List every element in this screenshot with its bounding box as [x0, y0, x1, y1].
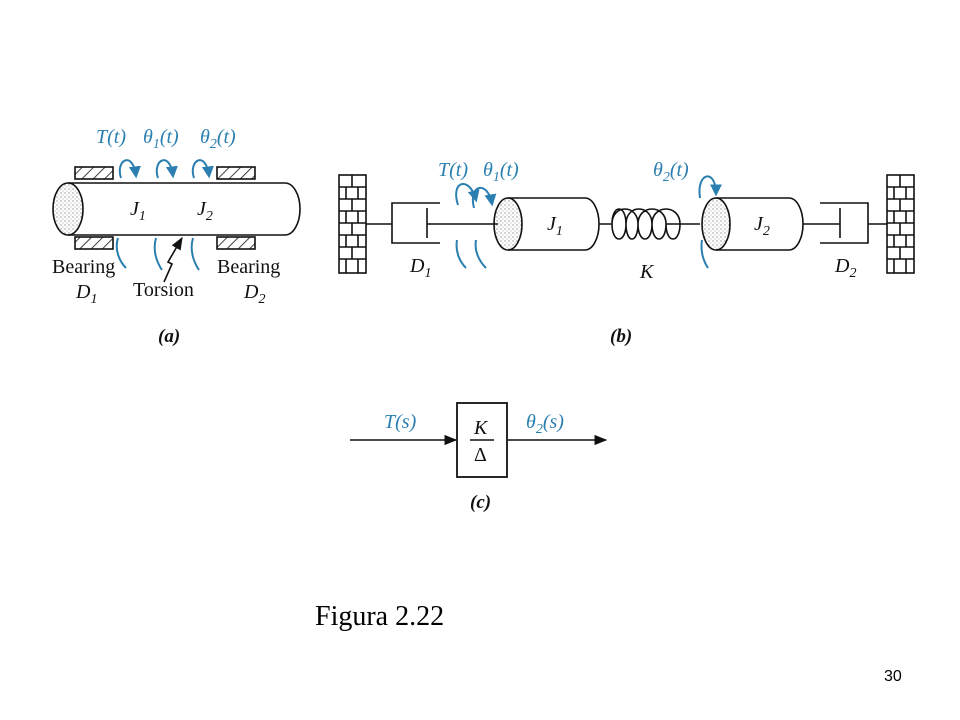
theta2-arrow-b [698, 175, 722, 199]
panel-a: T(t) θ1(t) θ2(t) J1 J2 Bearing Bearing D… [52, 126, 301, 347]
spring-k-label: K [639, 261, 655, 283]
caption-c: (c) [470, 492, 491, 513]
theta1-arrow-a [155, 159, 178, 179]
shaft-end-face [52, 182, 84, 236]
panel-b: T(t) θ1(t) θ2(t) J1 J2 D1 D2 K (b) [338, 159, 915, 347]
caption-b: (b) [610, 326, 632, 347]
theta2-arrow-a [191, 159, 214, 179]
theta1-label-a: θ1(t) [143, 126, 179, 152]
torque-label-a: T(t) [96, 126, 126, 148]
torsion-pointer [163, 236, 183, 283]
caption-a: (a) [158, 326, 180, 347]
inertia-j1-label-b: J1 [547, 213, 563, 239]
inertia-j1-label-a: J1 [130, 198, 146, 224]
theta1-arrow-b-lower [474, 239, 487, 269]
damper-d2 [803, 202, 887, 244]
damping-d1-label-a: D1 [75, 281, 97, 307]
torque-arrow-a [118, 159, 141, 179]
bearing-top-left [74, 166, 114, 180]
torque-arrow-b-lower [455, 239, 467, 269]
theta1-label-b: θ1(t) [483, 159, 519, 185]
block-numerator: K [473, 417, 489, 439]
theta2-arrow-b-lower [700, 239, 709, 269]
torque-label-b: T(t) [438, 159, 468, 181]
bearing-right-label: Bearing [217, 256, 280, 278]
theta2-label-b: θ2(t) [653, 159, 689, 185]
damping-d2-label-a: D2 [243, 281, 265, 307]
damper-d1 [366, 202, 498, 244]
damping-d1-label-b: D1 [409, 255, 431, 281]
input-label: T(s) [384, 411, 417, 433]
torque-arrow-a-lower [115, 237, 127, 269]
inertia-j1-b-face [493, 197, 523, 251]
theta1-arrow-a-lower [153, 237, 163, 271]
theta2-label-a: θ2(t) [200, 126, 236, 152]
output-label: θ2(s) [526, 411, 564, 437]
inertia-j2-label-a: J2 [197, 198, 213, 224]
figure-title: Figura 2.22 [315, 601, 444, 632]
panel-c: T(s) θ2(s) K Δ (c) [350, 402, 608, 513]
bearing-left-label: Bearing [52, 256, 115, 278]
inertia-j2-b-face [701, 197, 731, 251]
inertia-j2-label-b: J2 [754, 213, 770, 239]
spring-k [599, 208, 700, 240]
torsion-label: Torsion [133, 279, 194, 301]
theta2-arrow-a-lower [190, 237, 200, 271]
page-number: 30 [884, 668, 902, 685]
shaft-cylinder [68, 182, 301, 236]
wall-right [886, 174, 915, 274]
block-denominator: Δ [474, 444, 487, 466]
damping-d2-label-b: D2 [834, 255, 856, 281]
bearing-bottom-left [74, 236, 114, 250]
theta1-arrow-b [471, 186, 497, 209]
bearing-bottom-right [216, 236, 256, 250]
wall-left [338, 174, 367, 274]
bearing-top-right [216, 166, 256, 180]
